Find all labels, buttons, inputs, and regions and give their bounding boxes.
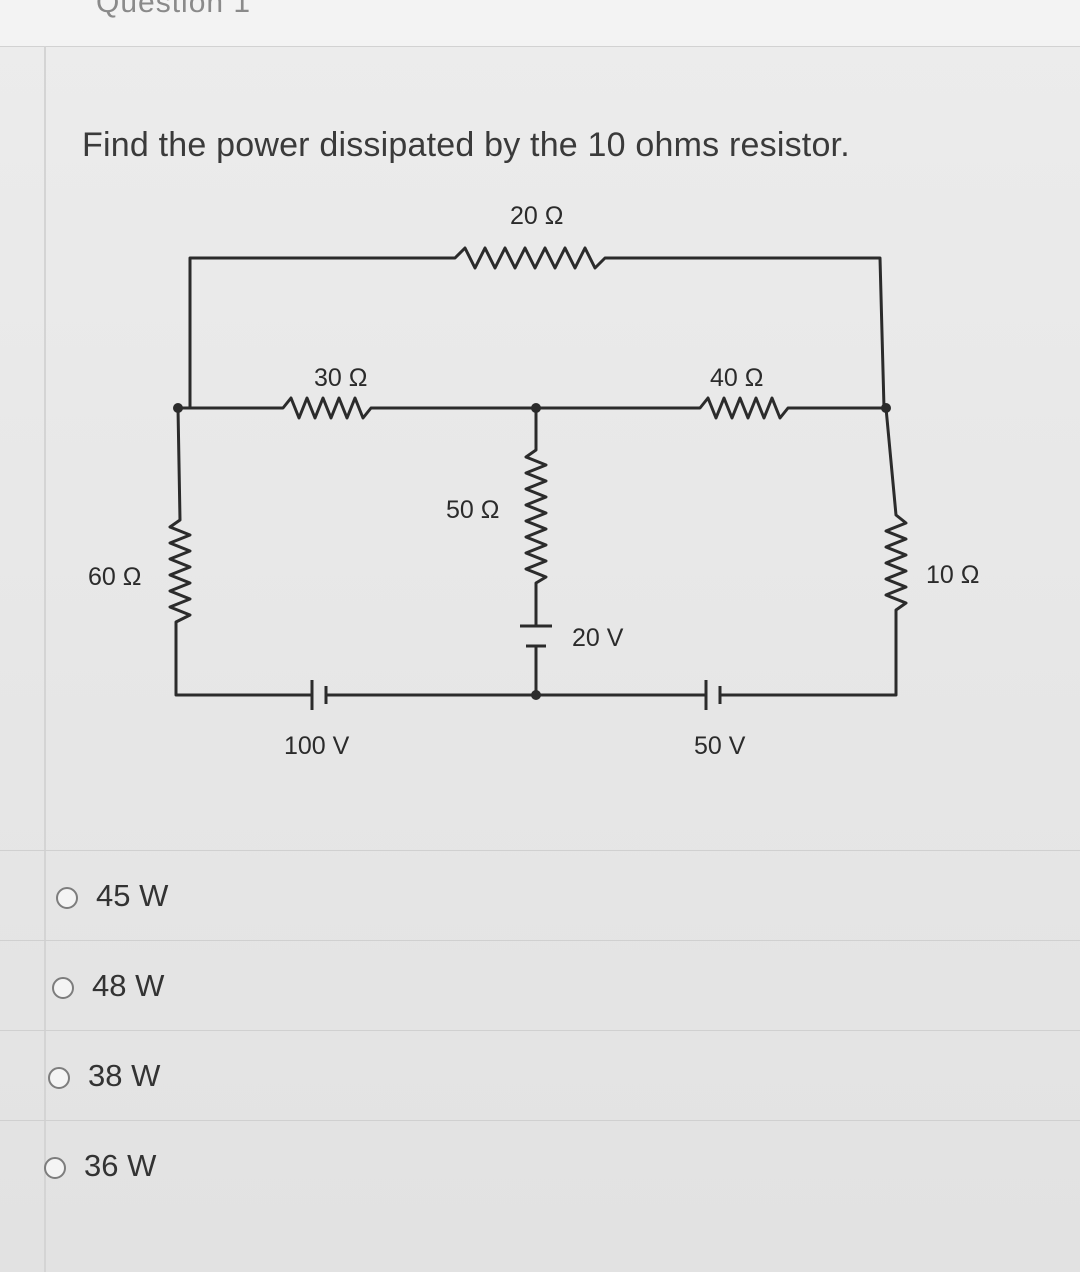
option-label: 38 W [88,1058,161,1093]
radio-icon[interactable] [52,977,74,999]
option-label: 45 W [96,878,169,913]
top-wire [188,246,886,410]
option-label: 48 W [92,968,165,1003]
question-header: Question 1 [96,0,252,19]
radio-icon[interactable] [44,1157,66,1179]
left-branch [168,406,314,697]
question-text: Find the power dissipated by the 10 ohms… [82,126,850,164]
label-r10: 10 Ω [926,561,979,589]
battery-20v [520,624,552,648]
label-r50: 50 Ω [446,496,499,524]
left-border [44,46,46,1272]
label-r40: 40 Ω [710,364,763,392]
label-v100: 100 V [284,732,350,760]
radio-icon[interactable] [48,1067,70,1089]
label-r20: 20 Ω [510,202,563,230]
radio-icon[interactable] [56,887,78,909]
option-row-1[interactable]: 45 W [0,850,1080,941]
option-row-3[interactable]: 38 W [0,1030,1080,1121]
middle-branch [524,406,548,628]
top-strip: Question 1 [0,0,1080,47]
option-row-2[interactable]: 48 W [0,940,1080,1031]
circuit-diagram: 20 Ω 30 Ω 40 Ω 50 Ω 60 Ω 10 Ω 20 V 100 V… [88,202,979,760]
label-v20: 20 V [572,624,624,652]
label-r60: 60 Ω [88,563,141,591]
option-row-4[interactable]: 36 W [0,1120,1080,1211]
battery-50v [704,680,722,710]
label-r30: 30 Ω [314,364,367,392]
bottom-right-wire-2 [718,406,908,697]
label-v50: 50 V [694,732,746,760]
junction-dots [173,403,891,700]
battery-100v [310,680,328,710]
option-label: 36 W [84,1148,157,1183]
